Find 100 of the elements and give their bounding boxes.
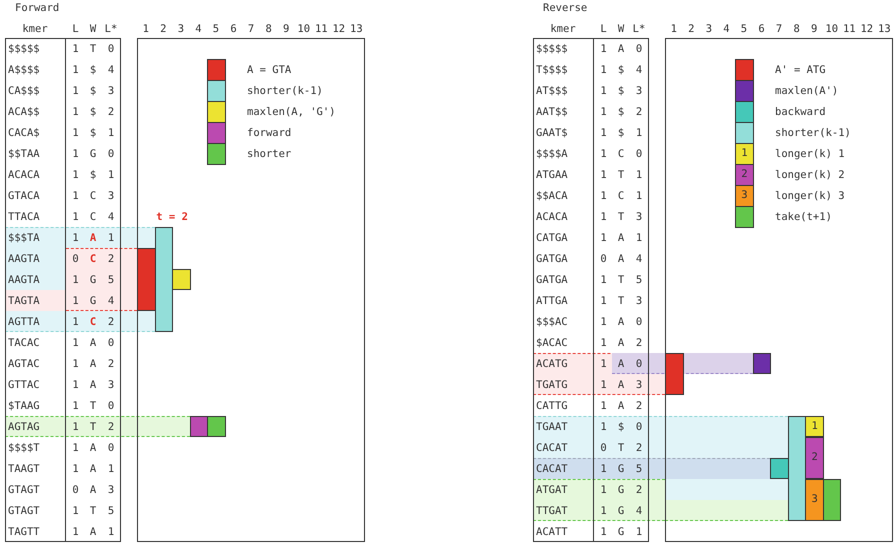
table-cell: 4 bbox=[108, 295, 114, 306]
axis-tick-label: 4 bbox=[723, 24, 730, 34]
bar-segment bbox=[822, 479, 842, 521]
table-cell: 4 bbox=[636, 64, 642, 75]
table-cell: $ bbox=[618, 106, 624, 117]
panel-title: Forward bbox=[15, 2, 60, 14]
axis-tick-label: 6 bbox=[758, 24, 765, 34]
table-cell: $ACAC bbox=[536, 337, 568, 348]
table-cell: 1 bbox=[600, 127, 607, 138]
legend-label: maxlen(A') bbox=[775, 86, 838, 96]
axis-tick-label: 10 bbox=[825, 24, 838, 34]
column-header: L* bbox=[632, 24, 646, 34]
axis-tick-label: 6 bbox=[230, 24, 237, 34]
table-cell: ATTGA bbox=[536, 295, 568, 306]
table-cell: T bbox=[618, 295, 624, 306]
bar-number: 3 bbox=[812, 492, 818, 508]
table-cell: $$$AC bbox=[536, 316, 568, 327]
table-cell: $ bbox=[90, 64, 96, 75]
table-cell: TAAGT bbox=[8, 463, 40, 474]
table-cell: A bbox=[90, 526, 96, 537]
table-cell: 2 bbox=[108, 421, 114, 432]
table-cell: A bbox=[618, 43, 624, 54]
axis-tick-label: 7 bbox=[776, 24, 782, 34]
column-header: L bbox=[72, 24, 79, 34]
table-cell: C bbox=[90, 211, 96, 222]
table-cell: AT$$$ bbox=[536, 85, 568, 96]
table-cell: GATGA bbox=[536, 253, 568, 264]
legend-label: shorter bbox=[247, 148, 292, 160]
table-cell: 0 bbox=[72, 253, 79, 264]
table-cell: 1 bbox=[72, 148, 79, 159]
table-cell: 1 bbox=[72, 127, 79, 138]
table-cell: 2 bbox=[636, 337, 642, 348]
table-cell: $ bbox=[618, 64, 624, 75]
axis-tick-label: 2 bbox=[688, 24, 694, 34]
legend-label: longer(k) 1 bbox=[775, 148, 845, 160]
table-cell: A bbox=[90, 484, 96, 495]
table-cell: 2 bbox=[108, 358, 114, 369]
bar-segment bbox=[665, 353, 684, 395]
table-cell: 1 bbox=[600, 421, 607, 432]
table-cell: ACACA bbox=[536, 211, 568, 222]
table-cell: 1 bbox=[636, 232, 642, 243]
bar-segment bbox=[805, 479, 824, 521]
table-cell: 1 bbox=[636, 127, 642, 138]
table-cell: 1 bbox=[600, 337, 607, 348]
table-cell: $$ACA bbox=[536, 190, 568, 201]
bar-number: 1 bbox=[812, 418, 818, 434]
table-cell: 1 bbox=[72, 64, 79, 75]
table-cell: C bbox=[90, 253, 96, 264]
table-cell: 1 bbox=[72, 169, 79, 180]
table-cell: T bbox=[90, 43, 96, 54]
axis-tick-label: 4 bbox=[195, 24, 202, 34]
table-cell: 1 bbox=[72, 106, 79, 117]
table-cell: 0 bbox=[108, 337, 114, 348]
table-cell: $ bbox=[618, 127, 624, 138]
table-cell: 1 bbox=[636, 190, 642, 201]
table-cell: 1 bbox=[72, 442, 79, 453]
table-cell: $TAAG bbox=[8, 400, 40, 411]
table-cell: 1 bbox=[72, 358, 79, 369]
table-cell: 2 bbox=[108, 316, 114, 327]
table-cell: 5 bbox=[636, 274, 642, 285]
legend-label: take(t+1) bbox=[775, 212, 832, 222]
table-cell: 1 bbox=[600, 526, 607, 537]
axis-tick-label: 1 bbox=[142, 24, 149, 34]
table-cell: A bbox=[90, 442, 96, 453]
table-cell: TAGTA bbox=[8, 295, 40, 306]
table-cell: 3 bbox=[108, 484, 114, 495]
table-cell: 4 bbox=[636, 505, 642, 516]
table-cell: 5 bbox=[636, 463, 642, 474]
table-cell: T bbox=[90, 505, 96, 516]
table-cell: G bbox=[90, 295, 96, 306]
axis-tick-label: 11 bbox=[314, 24, 328, 34]
table-cell: $$$$A bbox=[536, 148, 568, 159]
table-cell: 1 bbox=[600, 190, 607, 201]
table-cell: 3 bbox=[108, 190, 114, 201]
axis-tick-label: 3 bbox=[706, 24, 712, 34]
table-cell: 1 bbox=[636, 169, 642, 180]
table-cell: GTACA bbox=[8, 190, 40, 201]
table-cell: 1 bbox=[108, 232, 114, 243]
table-cell: $$$$$ bbox=[8, 43, 40, 54]
table-cell: 1 bbox=[72, 232, 79, 243]
table-cell: T bbox=[618, 211, 624, 222]
axis-tick-label: 8 bbox=[265, 24, 272, 34]
bar-segment bbox=[752, 353, 772, 374]
table-cell: C bbox=[90, 316, 96, 327]
table-cell: GTAGT bbox=[8, 505, 40, 516]
bar-segment bbox=[207, 416, 226, 437]
table-cell: A bbox=[90, 358, 96, 369]
table-cell: 0 bbox=[108, 43, 114, 54]
table-cell: 1 bbox=[72, 190, 79, 201]
table-cell: 2 bbox=[636, 484, 642, 495]
table-cell: $ bbox=[90, 106, 96, 117]
bar-segment bbox=[137, 248, 156, 311]
table-cell: T bbox=[90, 400, 96, 411]
table-cell: 4 bbox=[108, 64, 114, 75]
swatch-number: 2 bbox=[741, 167, 748, 182]
table-cell: $ bbox=[90, 169, 96, 180]
table-cell: ACA$$ bbox=[8, 106, 40, 117]
table-cell: 1 bbox=[600, 85, 607, 96]
table-cell: GAAT$ bbox=[536, 127, 568, 138]
table-cell: AAGTA bbox=[8, 253, 40, 264]
